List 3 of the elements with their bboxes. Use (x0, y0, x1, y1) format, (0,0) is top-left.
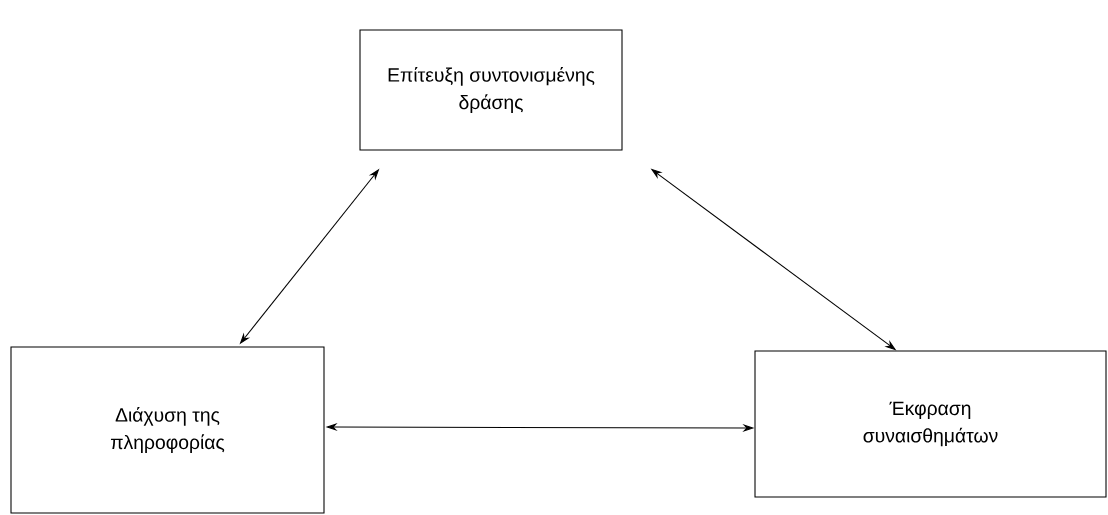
text-box: Διάχυση της πληροφορίας (10, 346, 325, 514)
text-box: Έκφραση συναισθημάτων (754, 350, 1107, 498)
text-box: Επίτευξη συντονισμένης δράσης (359, 29, 623, 151)
